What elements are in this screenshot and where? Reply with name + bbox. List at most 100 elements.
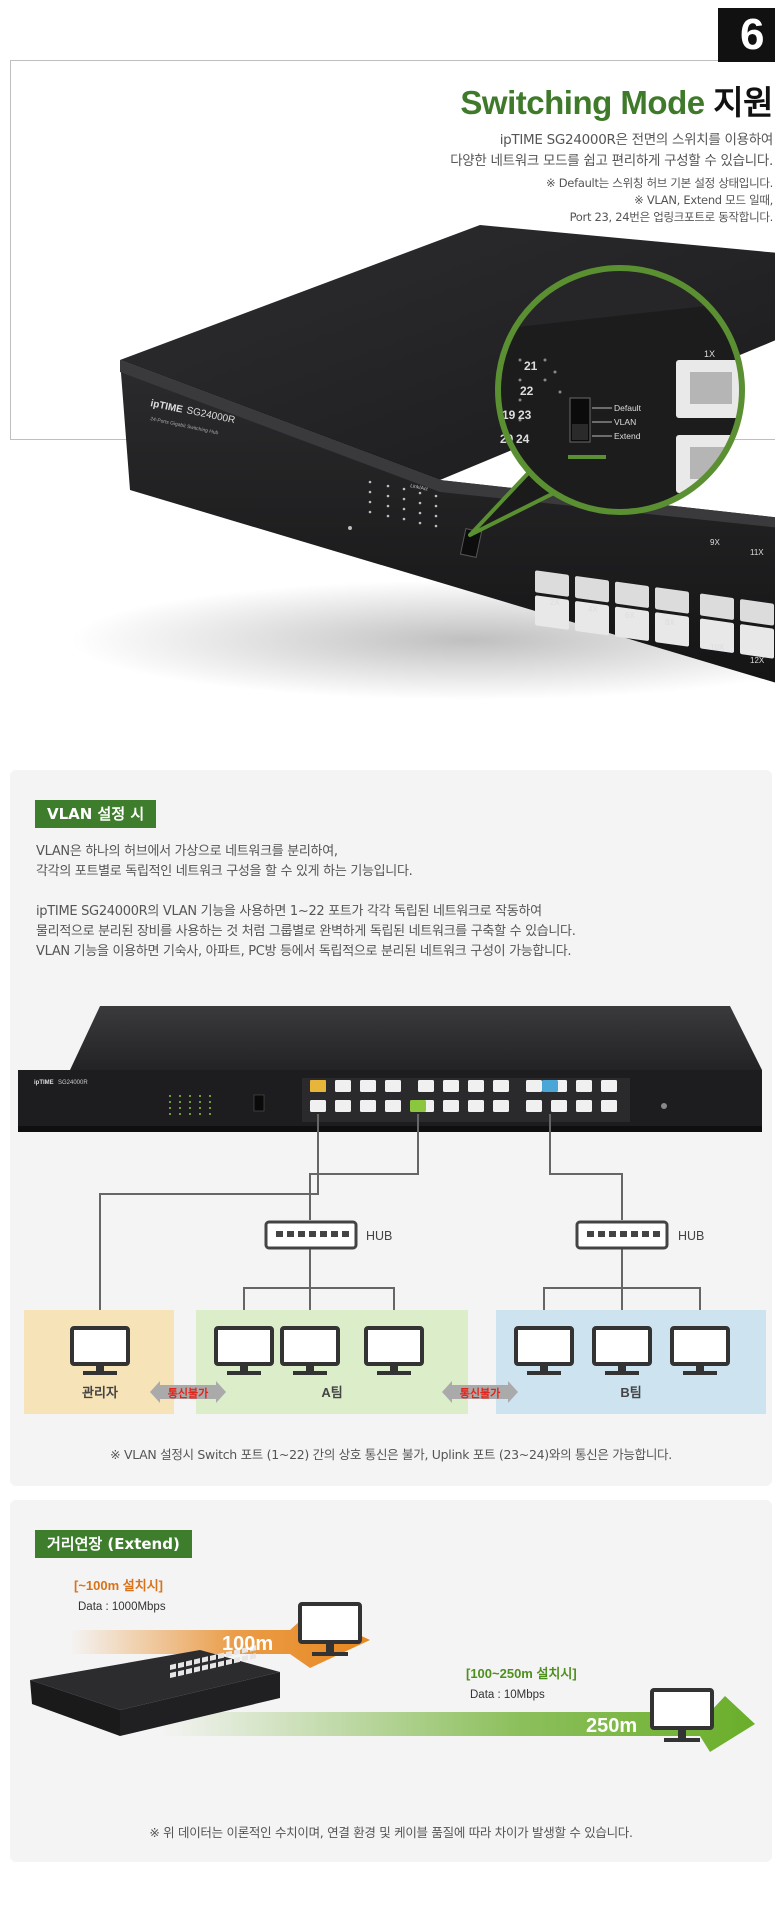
- range-250m-band: [160, 1696, 755, 1752]
- switch-port: [601, 1080, 617, 1092]
- extend-tag: 거리연장 (Extend): [35, 1530, 192, 1558]
- monitor-icon: [70, 1326, 130, 1375]
- hero-title: Switching Mode 지원: [460, 76, 773, 124]
- group-b-label: B팀: [620, 1385, 641, 1400]
- hero-note-line: ※ Default는 스위칭 허브 기본 설정 상태입니다.: [546, 176, 773, 190]
- switch-port: [335, 1100, 351, 1112]
- port-label-12x: 12X: [750, 656, 765, 665]
- monitor-icon: [298, 1602, 362, 1656]
- hero-description: ipTIME SG24000R은 전면의 스위치를 이용하여 다양한 네트워크 …: [450, 130, 773, 172]
- switch-port: [468, 1100, 484, 1112]
- extend-switch-left: [30, 1680, 120, 1736]
- hero-title-kr: 지원: [713, 84, 773, 121]
- switch-port: [360, 1100, 376, 1112]
- led-array: [348, 480, 438, 530]
- range2-data: Data : 10Mbps: [470, 1689, 545, 1701]
- group-a-label: A팀: [321, 1385, 342, 1400]
- monitor-group: [70, 1326, 730, 1375]
- switch-hero-illustration: ipTIME SG24000R 24-Ports Gigabit Switchi…: [70, 225, 775, 700]
- range-100m-band: [70, 1612, 370, 1668]
- switch-port: [385, 1100, 401, 1112]
- hero-note-line: ※ VLAN, Extend 모드 일때,: [634, 193, 773, 207]
- hero-section: 6 ipTIME SG24000R 24-Ports Giga: [0, 0, 775, 740]
- vlan-text-line: ipTIME SG24000R의 VLAN 기능을 사용하면 1~22 포트가 …: [36, 904, 542, 919]
- extend-footnote: ※ 위 데이터는 이론적인 수치이며, 연결 환경 및 케이블 품질에 따라 차…: [149, 1825, 633, 1840]
- switch-port: [360, 1080, 376, 1092]
- monitor-icon: [364, 1326, 424, 1375]
- port-highlight-b: [542, 1080, 558, 1092]
- switch-port: [551, 1100, 567, 1112]
- port-label-9x: 9X: [710, 538, 720, 547]
- led-header: Link/Act: [410, 483, 429, 493]
- port-label-6x: 6X: [625, 611, 635, 620]
- port-label-8x: 8X: [665, 618, 675, 627]
- monitor-icon: [650, 1688, 714, 1742]
- device-edge: [120, 360, 775, 528]
- monitor-icon: [592, 1326, 652, 1375]
- device-front: [120, 360, 775, 683]
- blocked-arrow-a-b: [442, 1381, 518, 1403]
- extend-switch-front: [120, 1672, 280, 1736]
- vlan-text-line: VLAN 기능을 이용하면 기숙사, 아파트, PC방 등에서 독립적으로 분리…: [36, 944, 572, 959]
- vlan-text-line: 물리적으로 분리된 장비를 사용하는 것 처럼 그룹별로 완벽하게 독립된 네트…: [36, 924, 576, 939]
- switch-port: [493, 1100, 509, 1112]
- port-label-2x: 2X: [550, 598, 560, 607]
- vlan-port-row: [310, 1080, 617, 1112]
- zoom-port-24: 24: [516, 432, 530, 446]
- mode-option-default: Default: [614, 403, 642, 413]
- vlan-diagram: ipTIME SG24000R: [18, 1006, 766, 1414]
- vlan-footnote: ※ VLAN 설정시 Switch 포트 (1~22) 간의 상호 통신은 불가…: [110, 1447, 672, 1462]
- hub-b: [575, 1220, 669, 1250]
- range1-data: Data : 1000Mbps: [78, 1601, 166, 1613]
- extend-switch-top: [30, 1650, 280, 1710]
- port-label-4x: 4X: [588, 605, 598, 614]
- vlan-switch-model: SG24000R: [58, 1080, 88, 1086]
- blocked-label-admin-a: 통신불가: [168, 1386, 208, 1400]
- vlan-tag: VLAN 설정 시: [35, 800, 157, 828]
- zoom-port-23: 23: [518, 408, 532, 422]
- hub-a: [264, 1220, 358, 1250]
- face-ports: [535, 570, 774, 659]
- switch-port: [526, 1100, 542, 1112]
- vlan-switch-leds: [169, 1095, 211, 1115]
- monitor-icon: [670, 1326, 730, 1375]
- switch-port: [576, 1100, 592, 1112]
- hero-note-line: Port 23, 24번은 업링크포트로 동작합니다.: [569, 210, 774, 224]
- zoom-port-22: 22: [520, 384, 534, 398]
- port-highlight-admin: [310, 1080, 326, 1092]
- extend-diagram: [~100m 설치시] Data : 1000Mbps 100m [100~25…: [30, 1578, 755, 1752]
- port-label-11x: 11X: [750, 548, 764, 557]
- blocked-label-a-b: 통신불가: [460, 1386, 500, 1400]
- vlan-port-block: [302, 1078, 630, 1122]
- switch-port: [576, 1080, 592, 1092]
- vlan-switch-logo: ipTIME: [34, 1080, 54, 1086]
- switch-port: [385, 1080, 401, 1092]
- switch-port: [310, 1100, 326, 1112]
- range2-title: [100~250m 설치시]: [466, 1666, 577, 1681]
- vlan-switch-bottom: [18, 1126, 762, 1132]
- extend-switch-ports: [170, 1645, 256, 1679]
- group-admin-label: 관리자: [82, 1385, 118, 1400]
- monitor-icon: [280, 1326, 340, 1375]
- range1-distance: 100m: [222, 1633, 273, 1655]
- range2-distance: 250m: [586, 1715, 637, 1737]
- vlan-mode-switch: [253, 1094, 265, 1112]
- switch-port: [468, 1080, 484, 1092]
- monitor-icon: [214, 1326, 274, 1375]
- hub-b-label: HUB: [678, 1229, 704, 1243]
- mode-option-vlan: VLAN: [614, 417, 636, 427]
- zoom-port-21: 21: [524, 359, 538, 373]
- vlan-text-line: 각각의 포트별로 독립적인 네트워크 구성을 할 수 있게 하는 기능입니다.: [36, 864, 413, 879]
- vlan-connection-lines: [99, 1114, 701, 1310]
- vlan-description: VLAN은 하나의 허브에서 가상으로 네트워크를 분리하여, 각각의 포트별로…: [36, 842, 576, 962]
- port-highlight-a: [410, 1100, 426, 1112]
- switch-port: [493, 1080, 509, 1092]
- hero-title-en: Switching Mode: [460, 84, 705, 121]
- hero-note: ※ Default는 스위칭 허브 기본 설정 상태입니다. ※ VLAN, E…: [546, 175, 773, 226]
- switch-port: [526, 1080, 542, 1092]
- vlan-power-dot: [661, 1103, 667, 1109]
- hub-a-label: HUB: [366, 1229, 392, 1243]
- vlan-panel: VLAN 설정 시 VLAN은 하나의 허브에서 가상으로 네트워크를 분리하여…: [10, 770, 772, 1486]
- monitor-icon: [514, 1326, 574, 1375]
- hero-desc-line: ipTIME SG24000R은 전면의 스위치를 이용하여: [499, 132, 774, 148]
